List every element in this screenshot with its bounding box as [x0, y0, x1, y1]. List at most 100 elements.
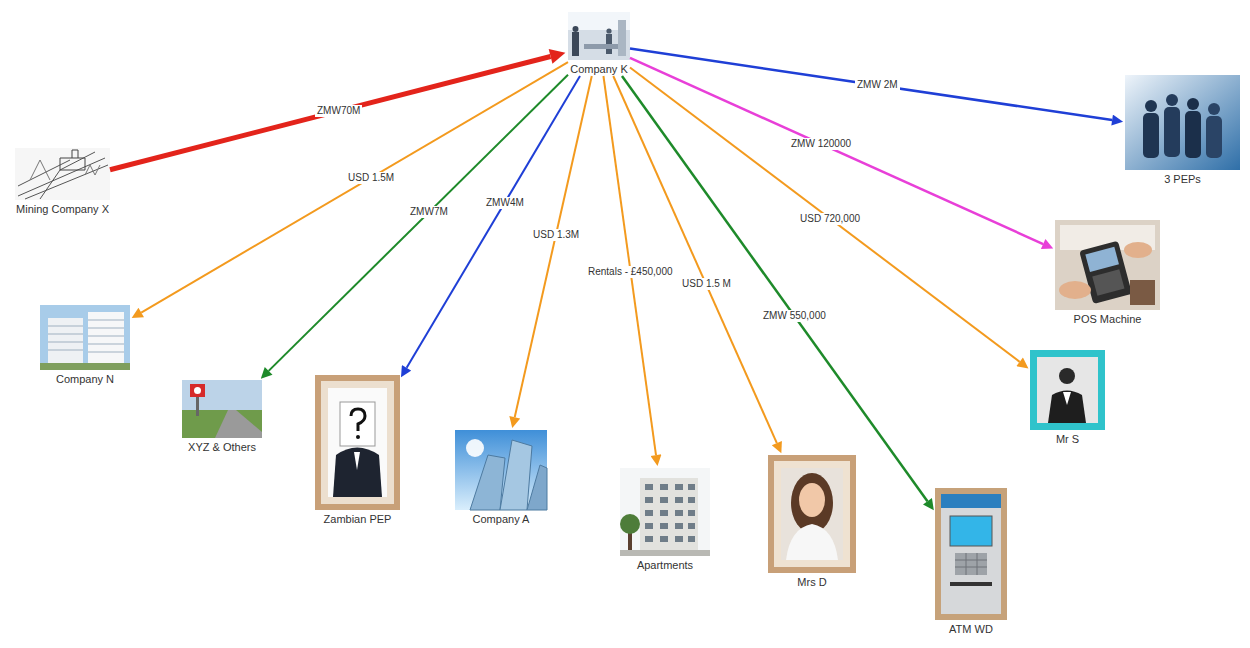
- atm-photo-part: [941, 494, 1001, 508]
- office-photo-part: [618, 20, 626, 56]
- building-photo-part: [48, 318, 83, 363]
- flow-arrow: [141, 62, 568, 312]
- mining-sketch-part: [15, 148, 110, 200]
- apartments-photo-part: [645, 484, 695, 542]
- atm-photo-part: [935, 488, 1007, 620]
- atm-photo-part: [941, 494, 1001, 614]
- people-photo-part: [1164, 107, 1180, 157]
- pos-photo-part-part: [1092, 269, 1124, 296]
- node-label: Company K: [568, 60, 630, 76]
- entity-node: Company N: [40, 305, 130, 386]
- building-photo-part: [40, 363, 130, 370]
- building-photo: [40, 305, 130, 370]
- mining-sketch-part: [30, 160, 100, 180]
- picture-slot: [15, 148, 110, 200]
- atm-photo-part: [955, 553, 987, 575]
- portrait-frame: [1030, 350, 1105, 430]
- picture-slot: [182, 380, 262, 438]
- picture-slot: [568, 12, 630, 60]
- unknown-person-frame-part: [328, 388, 387, 497]
- portrait-frame-part: [1037, 357, 1098, 423]
- land-photo-part: [190, 384, 205, 397]
- office-photo-part: [606, 28, 611, 33]
- entity-node: Zambian PEP: [315, 375, 400, 526]
- people-photo-part: [1143, 113, 1159, 158]
- node-label: Zambian PEP: [315, 510, 400, 526]
- node-label: POS Machine: [1055, 310, 1160, 326]
- amount-label: ZMW 120000: [789, 138, 853, 150]
- node-label: Company N: [40, 370, 130, 386]
- woman-portrait-frame-part: [768, 455, 856, 573]
- node-label: Company A: [455, 510, 547, 526]
- amount-label: USD 1.5M: [346, 172, 396, 184]
- picture-slot: [315, 375, 400, 510]
- apartments-photo-part: [620, 550, 710, 556]
- node-label: Apartments: [620, 556, 710, 572]
- node-label: Mrs D: [768, 573, 856, 589]
- towers-photo: [455, 430, 547, 510]
- amount-label: ZMW7M: [408, 206, 450, 218]
- portrait-frame-part: [1048, 391, 1086, 424]
- people-photo-part: [1125, 75, 1240, 170]
- atm-photo-part: [950, 582, 992, 586]
- picture-slot: [40, 305, 130, 370]
- entity-node: XYZ & Others: [182, 380, 262, 454]
- amount-label: USD 1.3M: [531, 229, 581, 241]
- pos-photo-part: [1055, 220, 1160, 310]
- picture-slot: [768, 455, 856, 573]
- node-label: XYZ & Others: [182, 438, 262, 454]
- building-photo-part: [48, 320, 124, 352]
- woman-portrait-frame-part: [774, 461, 850, 567]
- pos-photo: [1055, 220, 1160, 310]
- unknown-person-frame-part: [351, 409, 365, 431]
- land-photo-part: [194, 387, 201, 394]
- atm-photo: [935, 488, 1007, 620]
- entity-node: POS Machine: [1055, 220, 1160, 326]
- flow-arrow: [630, 49, 1112, 120]
- towers-photo-part: [527, 465, 547, 510]
- people-photo-part: [1187, 98, 1199, 110]
- land-photo-part: [182, 410, 262, 438]
- office-photo-part: [568, 12, 630, 60]
- atm-photo-part: [955, 553, 987, 575]
- mining-sketch: [15, 148, 110, 200]
- office-photo-part: [584, 44, 620, 49]
- amount-label: USD 1.5 M: [680, 278, 733, 290]
- apartments-photo-part: [620, 514, 640, 534]
- pos-photo-part-part: [1085, 247, 1119, 272]
- unknown-person-frame-part: [356, 435, 360, 439]
- entity-node: Company K: [568, 12, 630, 76]
- people-photo-part: [1208, 103, 1220, 115]
- people-photo-part: [1206, 116, 1222, 158]
- towers-photo-part: [470, 455, 505, 510]
- entity-node: ATM WD: [935, 488, 1007, 636]
- amount-label: ZMW 2M: [855, 79, 900, 91]
- flow-arrow: [269, 75, 568, 371]
- towers-photo-part: [466, 439, 484, 457]
- apartments-photo-part: [620, 468, 710, 556]
- amount-label: ZMW70M: [315, 105, 362, 117]
- node-label: Mr S: [1030, 430, 1105, 446]
- amount-label: ZMW 550,000: [761, 310, 828, 322]
- apartments-photo: [620, 468, 710, 556]
- flow-arrow: [630, 67, 1020, 361]
- unknown-person-frame-part: [333, 448, 382, 498]
- node-label: Mining Company X: [15, 200, 110, 216]
- woman-portrait-frame-part: [781, 468, 843, 560]
- land-photo: [182, 380, 262, 438]
- office-photo-part: [572, 32, 579, 56]
- amount-label: Rentals - £450,000: [586, 266, 675, 278]
- woman-portrait-frame-part: [799, 483, 825, 517]
- pos-photo-part: [1124, 242, 1152, 258]
- entity-node: Mrs D: [768, 455, 856, 589]
- office-photo-part: [573, 26, 579, 32]
- picture-slot: [935, 488, 1007, 620]
- portrait-frame-part: [1059, 368, 1075, 384]
- people-photo: [1125, 75, 1240, 170]
- picture-slot: [1125, 75, 1240, 170]
- entity-node: Mr S: [1030, 350, 1105, 446]
